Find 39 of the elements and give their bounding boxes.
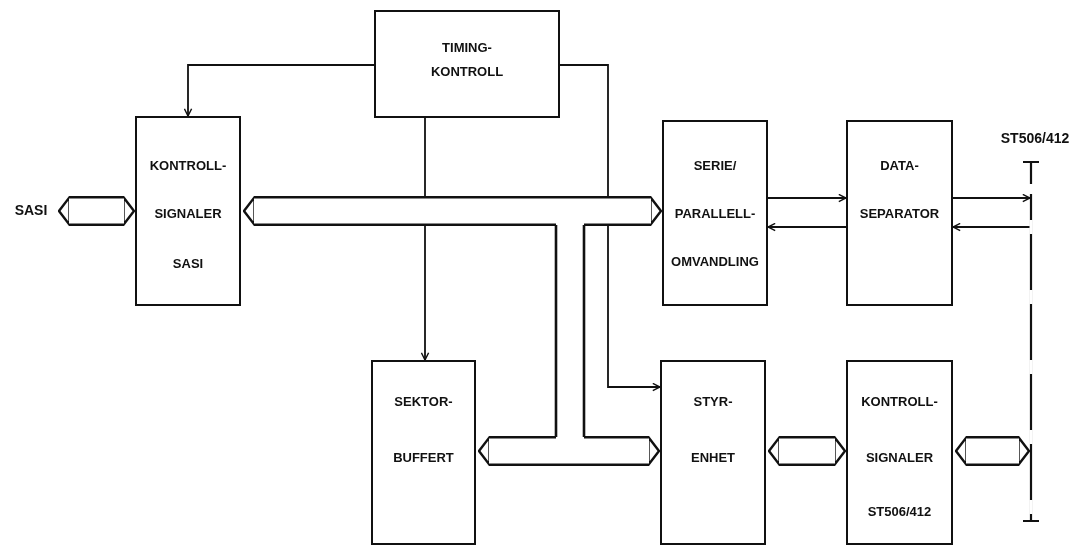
block-box	[135, 116, 241, 306]
block-label: SEKTOR-	[393, 394, 454, 410]
bus-arrow	[477, 436, 661, 466]
bus-arrow	[954, 436, 1031, 466]
block-box	[374, 10, 560, 118]
arrow	[767, 193, 847, 203]
interface-line	[1021, 160, 1041, 523]
arrow	[952, 222, 1031, 232]
arrow	[559, 64, 661, 392]
block-box	[846, 360, 953, 545]
signal-label: ST506/412	[985, 130, 1085, 148]
block-label: SEPARATOR	[858, 206, 941, 222]
block-label: SIGNALER	[864, 450, 935, 466]
block-label: STYR-	[692, 394, 734, 410]
block-label: ENHET	[689, 450, 737, 466]
arrow	[767, 222, 847, 232]
block-label: BUFFERT	[392, 450, 455, 466]
arrow	[183, 64, 375, 117]
block-label: SERIE/	[692, 158, 738, 174]
block-label: KONTROLL-	[860, 394, 939, 410]
block-label: KONTROLL-	[148, 158, 228, 174]
signal-label: SASI	[6, 202, 56, 220]
arrow	[420, 117, 430, 361]
block-box	[371, 360, 476, 545]
block-label: ST506/412	[866, 504, 933, 520]
bus-arrow	[767, 436, 847, 466]
bus-arrow	[57, 196, 136, 226]
block-box	[846, 120, 953, 306]
block-label: KONTROLL	[429, 64, 505, 80]
arrow	[952, 193, 1031, 203]
block-label: PARALLELL-	[673, 206, 757, 222]
block-label: OMVANDLING	[670, 254, 760, 270]
block-box	[660, 360, 766, 545]
block-box	[662, 120, 768, 306]
block-label: TIMING-	[441, 40, 493, 56]
block-label: SASI	[171, 256, 205, 272]
block-label: SIGNALER	[153, 206, 223, 222]
bus-arrow	[242, 196, 663, 226]
block-label: DATA-	[879, 158, 920, 174]
